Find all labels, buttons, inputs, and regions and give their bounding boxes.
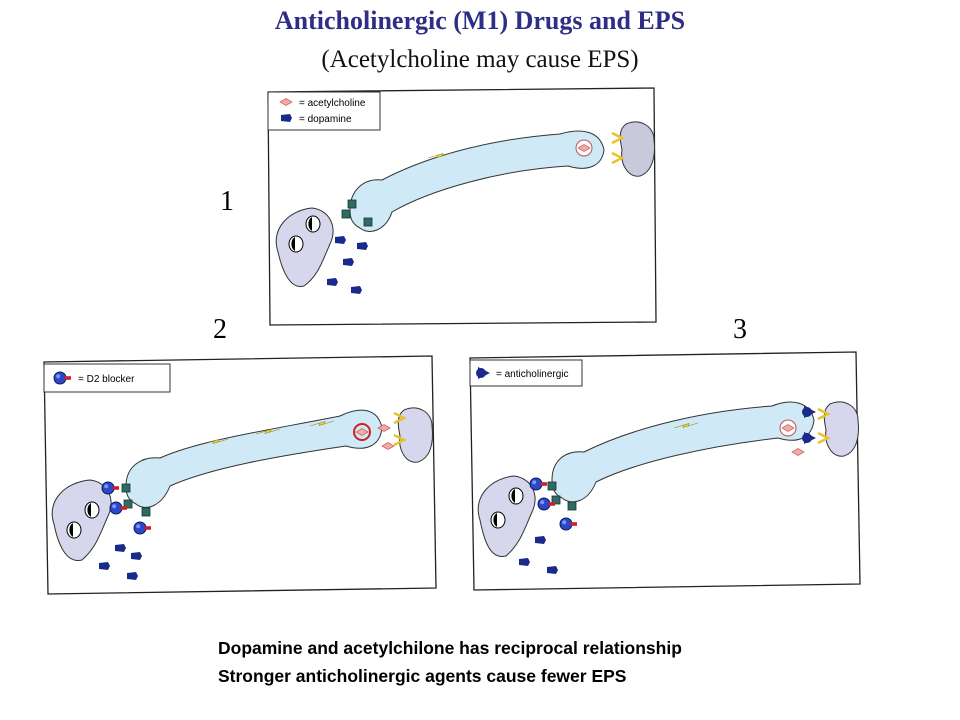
- legend-dopamine-label: = dopamine: [299, 114, 352, 125]
- slide-subtitle: (Acetylcholine may cause EPS): [321, 46, 639, 73]
- caption-line-1: Dopamine and acetylchilone has reciproca…: [218, 638, 682, 658]
- legend-d2-blocker-label: = D2 blocker: [78, 374, 135, 385]
- panel-2-legend: = D2 blocker: [43, 363, 171, 393]
- panel-1-number: 1: [220, 186, 234, 217]
- panel-1: = acetylcholine = dopamine: [267, 87, 657, 326]
- cholinergic-axon: [349, 130, 605, 232]
- panel-1-legend: = acetylcholine = dopamine: [267, 91, 381, 131]
- panel-2: = D2 blocker: [43, 355, 437, 595]
- panel-2-number: 2: [213, 314, 227, 345]
- panel-3: = anticholinergic: [469, 351, 861, 591]
- panel-3-number: 3: [733, 314, 747, 345]
- slide-title: Anticholinergic (M1) Drugs and EPS: [274, 6, 686, 35]
- legend-anticholinergic-label: = anticholinergic: [496, 369, 569, 380]
- legend-acetylcholine-label: = acetylcholine: [299, 98, 366, 109]
- panel-3-legend: = anticholinergic: [469, 359, 583, 387]
- dopamine-legend-icon: [281, 114, 292, 122]
- caption-line-2: Stronger anticholinergic agents cause fe…: [218, 666, 627, 686]
- target-cell: [619, 121, 655, 177]
